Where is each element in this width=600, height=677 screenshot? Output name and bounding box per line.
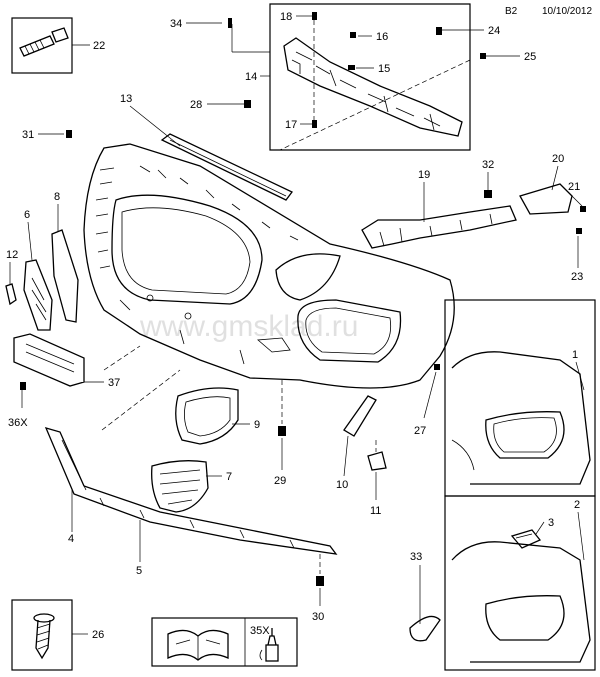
callout-35x: 35X [250, 625, 270, 637]
callout-6: 6 [24, 209, 30, 221]
callout-10: 10 [336, 479, 348, 491]
reflector-trim [343, 395, 377, 437]
bumper-corner-variant-1 [451, 351, 591, 485]
callout-17: 17 [285, 119, 297, 131]
callout-13: 13 [120, 93, 132, 105]
clip-11 [367, 451, 387, 471]
callout-24: 24 [488, 25, 500, 37]
callout-18: 18 [280, 11, 292, 23]
grille-trim-left [51, 229, 79, 323]
callout-26: 26 [92, 629, 104, 641]
callout-27: 27 [414, 425, 426, 437]
note-box [151, 617, 298, 667]
callout-31: 31 [22, 129, 34, 141]
callout-16: 16 [376, 31, 388, 43]
clip-12 [5, 283, 17, 306]
upper-seal-strip [160, 133, 293, 201]
inset-variant-1 [444, 299, 596, 497]
screw-icon [33, 613, 55, 660]
callout-23: 23 [571, 271, 583, 283]
callout-8: 8 [54, 191, 60, 203]
callout-32: 32 [482, 159, 494, 171]
callout-34: 34 [170, 18, 182, 30]
bolt-icon [19, 27, 69, 57]
callout-37: 37 [108, 377, 120, 389]
tow-hook-cover [409, 615, 441, 642]
screw-box [11, 599, 73, 671]
fog-lamp-bezel [175, 387, 239, 445]
callout-14: 14 [245, 71, 257, 83]
open-manual-icon [167, 629, 229, 661]
callout-15: 15 [378, 63, 390, 75]
bracket-20 [519, 183, 573, 215]
callout-21: 21 [568, 181, 580, 193]
print-date: 10/10/2012 [542, 6, 592, 17]
side-bracket [361, 205, 517, 249]
callout-1: 1 [572, 349, 578, 361]
front-bumper-fascia [83, 143, 455, 389]
callout-33: 33 [410, 551, 422, 563]
callout-12: 12 [6, 249, 18, 261]
callout-9: 9 [254, 419, 260, 431]
callout-20: 20 [552, 153, 564, 165]
callout-19: 19 [418, 169, 430, 181]
callout-11: 11 [370, 505, 381, 517]
sheet-code: B2 [505, 6, 518, 17]
sealant-bottle-icon [259, 628, 279, 662]
callout-7: 7 [226, 471, 232, 483]
callout-25: 25 [524, 51, 536, 63]
lower-spoiler [44, 427, 338, 555]
callout-29: 29 [274, 475, 286, 487]
inset-variant-2 [444, 495, 596, 671]
callout-22: 22 [93, 40, 105, 52]
callout-30: 30 [312, 611, 324, 623]
callout-2: 2 [574, 499, 580, 511]
callout-28: 28 [190, 99, 202, 111]
fog-lamp-bezel-left [23, 259, 53, 331]
callout-5: 5 [136, 565, 142, 577]
bumper-corner-variant-2 [451, 529, 591, 663]
callout-4: 4 [68, 533, 74, 545]
bolt-box [11, 17, 73, 74]
fog-lamp-insert [151, 460, 209, 513]
callout-36x: 36X [8, 417, 28, 429]
upper-bracket [283, 37, 463, 137]
license-plate-bracket [13, 333, 85, 387]
callout-3: 3 [548, 517, 554, 529]
watermark: www.gmsklad.ru [139, 310, 358, 343]
